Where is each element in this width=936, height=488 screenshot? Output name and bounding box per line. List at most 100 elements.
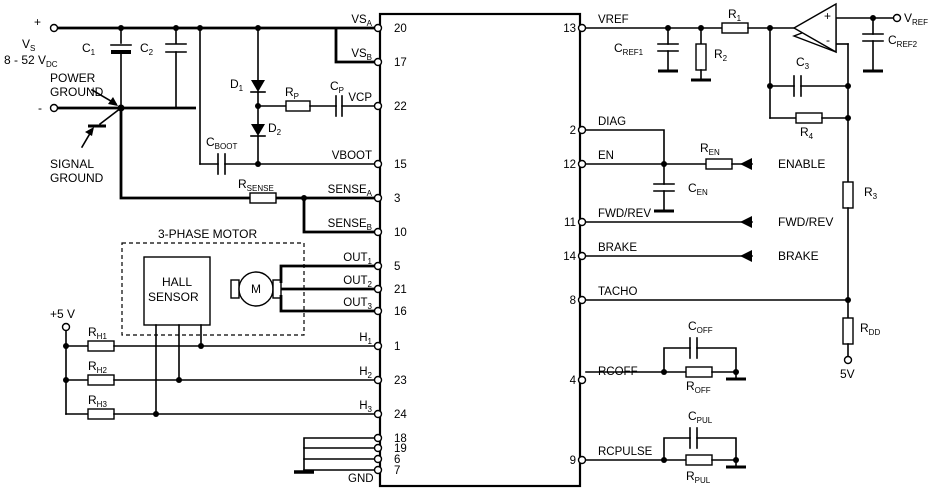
- supply-minus: -: [38, 101, 42, 115]
- pin-circle-23: [373, 375, 383, 385]
- pin-name-15: VBOOT: [332, 150, 372, 162]
- r4-label: R4: [800, 125, 814, 141]
- pin-number-6: 6: [394, 454, 400, 466]
- c1-capacitor: [110, 27, 132, 109]
- pin-number-3: 3: [394, 193, 400, 205]
- pin-circle-7: [373, 465, 383, 475]
- pin-circle-22: [373, 101, 383, 111]
- pin-circle-10: [373, 227, 383, 237]
- c2-capacitor: [165, 27, 187, 109]
- pin-name-2: DIAG: [598, 116, 626, 128]
- c2-label: C2: [140, 41, 154, 57]
- rh1-label: RH1: [88, 325, 107, 341]
- tacho-network: [585, 181, 854, 357]
- pin-circle-5: [373, 261, 383, 271]
- pin-number-13: 13: [563, 23, 576, 35]
- pin-number-12: 12: [563, 159, 576, 171]
- signal-ground-label-1: SIGNAL: [50, 157, 94, 171]
- pin-name-1: H1: [359, 332, 372, 346]
- pin-circle-12: [577, 159, 587, 169]
- pin-circle-15: [373, 159, 383, 169]
- hall-label-2: SENSOR: [148, 290, 199, 304]
- fwd-rev-signal-label: FWD/REV: [778, 215, 833, 229]
- pin-number-18: 18: [394, 433, 407, 445]
- hall-sensor-box: [143, 256, 211, 326]
- opamp-symbol: [792, 2, 837, 54]
- coff-label: COFF: [688, 319, 713, 335]
- pin-circle-2: [577, 125, 587, 135]
- gnd-wiring: [294, 437, 375, 474]
- r1-label: R1: [728, 7, 742, 23]
- pin-circle-19: [373, 443, 383, 453]
- rcoff-network: [585, 337, 746, 381]
- fwd-brake-inputs: [585, 216, 753, 262]
- five-v-supply-label: +5 V: [50, 307, 75, 321]
- pin-circle-1: [373, 341, 383, 351]
- cref1-label: CREF1: [614, 41, 644, 57]
- rp-label: RP: [285, 85, 299, 101]
- hall-label-1: HALL: [162, 275, 192, 289]
- rdd-label: RDD: [860, 321, 880, 337]
- rsense-label: RSENSE: [238, 177, 274, 193]
- pin-number-19: 19: [394, 443, 407, 455]
- pin-name-12: EN: [598, 150, 614, 162]
- ren-label: REN: [700, 141, 720, 157]
- pin-circle-11: [577, 217, 587, 227]
- pin-name-10: SENSEB: [328, 218, 372, 232]
- pin-name-16: OUT3: [343, 297, 372, 311]
- motor-m-label: M: [251, 282, 261, 296]
- pin-name-20: VSA: [351, 14, 372, 28]
- pin-circle-3: [373, 193, 383, 203]
- pin-number-14: 14: [563, 251, 576, 263]
- right-pin-group: 13VREF2DIAG12EN11FWD/REV14BRAKE8TACHO4RC…: [563, 14, 652, 467]
- pin-number-23: 23: [394, 375, 407, 387]
- pin-number-5: 5: [394, 261, 400, 273]
- roff-label: ROFF: [686, 379, 711, 395]
- rh3-label: RH3: [88, 393, 107, 409]
- motor-title: 3-PHASE MOTOR: [158, 227, 257, 241]
- pin-number-21: 21: [394, 284, 407, 296]
- d1-label: D1: [230, 77, 244, 93]
- supply-plus: +: [34, 15, 41, 29]
- signal-ground-symbol: [80, 106, 123, 149]
- pin-circle-4: [577, 375, 587, 385]
- pin-number-11: 11: [564, 217, 576, 229]
- power-ground-label-1: POWER: [50, 71, 96, 85]
- diag-en-network: [585, 129, 753, 213]
- pin-number-10: 10: [394, 227, 407, 239]
- vref-network: [585, 15, 894, 183]
- r3-label: R3: [864, 185, 878, 201]
- cpul-label: CPUL: [688, 409, 713, 425]
- pin-name-3: SENSEA: [328, 184, 373, 198]
- pin-number-17: 17: [394, 57, 407, 69]
- pin-name-21: OUT2: [343, 275, 372, 289]
- pin-circle-14: [577, 251, 587, 261]
- left-pin-group: 20VSA17VSB22VCP15VBOOT3SENSEA10SENSEB5OU…: [328, 14, 408, 477]
- vs-range-label: 8 - 52 VDC: [4, 53, 58, 69]
- pin-name-24: H3: [359, 400, 372, 414]
- vs-label: VS: [22, 37, 35, 53]
- c1-label: C1: [82, 41, 96, 57]
- pin-name-22: VCP: [348, 92, 372, 104]
- pin-name-8: TACHO: [598, 286, 637, 298]
- pin-circle-16: [373, 306, 383, 316]
- pin-number-7: 7: [394, 465, 400, 477]
- pin-number-22: 22: [394, 101, 407, 113]
- pin-circle-13: [577, 23, 587, 33]
- rh2-label: RH2: [88, 359, 107, 375]
- pin-number-16: 16: [394, 306, 407, 318]
- pin-name-23: H2: [359, 366, 372, 380]
- cboot-label: CBOOT: [206, 135, 237, 151]
- pin-number-2: 2: [570, 125, 576, 137]
- gnd-label: GND: [348, 473, 374, 485]
- motor-symbol: [230, 271, 282, 307]
- pin-number-15: 15: [394, 159, 407, 171]
- pin-circle-8: [577, 295, 587, 305]
- five-v-tacho-label: 5V: [840, 367, 855, 381]
- pin-name-13: VREF: [598, 14, 629, 26]
- opamp-plus: +: [824, 9, 831, 23]
- opamp-minus: -: [826, 33, 830, 47]
- rsense-resistor: [249, 192, 277, 204]
- pin-circle-18: [373, 433, 383, 443]
- pin-number-9: 9: [570, 455, 576, 467]
